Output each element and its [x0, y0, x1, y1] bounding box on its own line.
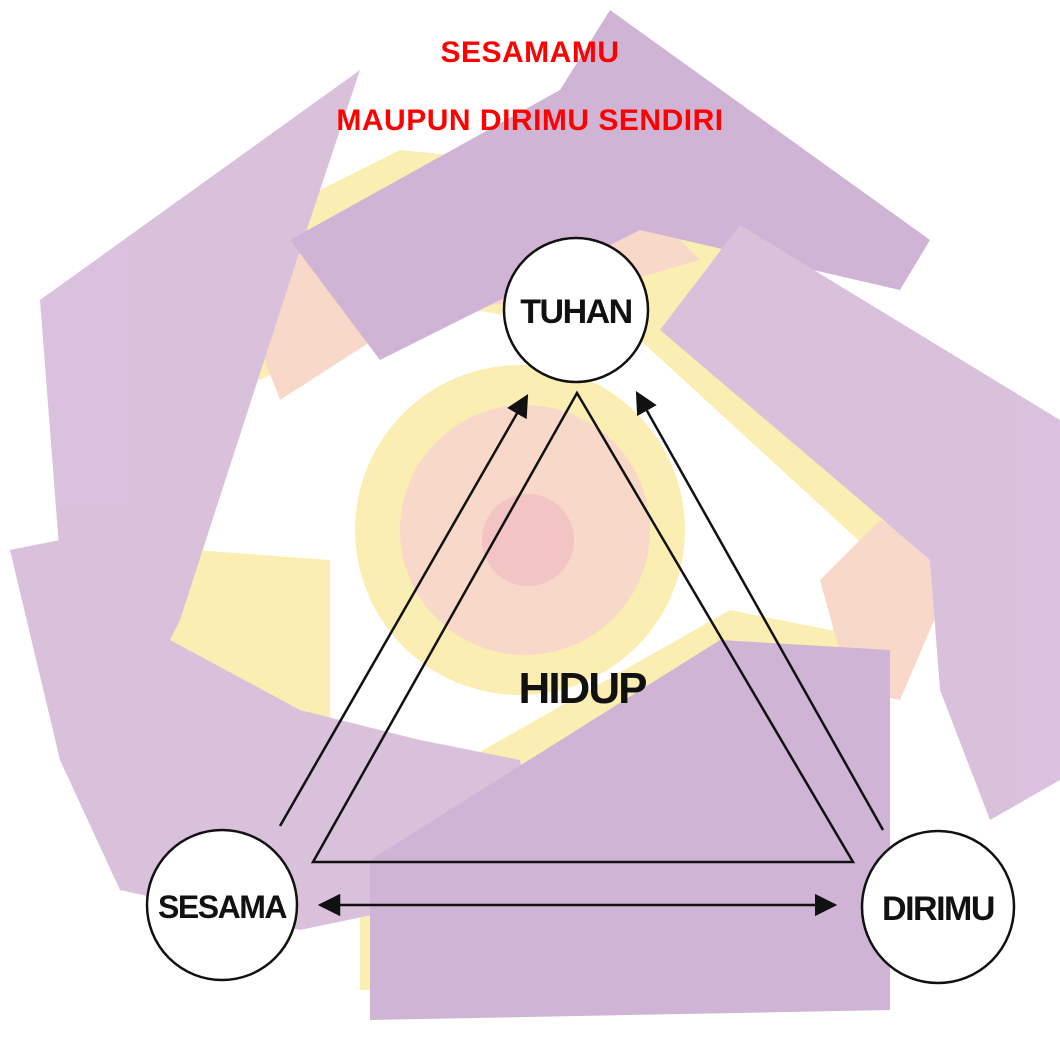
watermark-band-purple	[40, 70, 360, 680]
arrow-sesama-to-tuhan	[278, 394, 529, 827]
node-sesama: SESAMA	[145, 828, 299, 982]
watermark-band-purple	[370, 640, 890, 1020]
watermark-circle-inner	[482, 494, 574, 586]
node-dirimu: DIRIMU	[860, 829, 1016, 985]
heading-line-1: SESAMAMU	[440, 36, 620, 69]
node-label-sesama: SESAMA	[158, 889, 287, 925]
watermark-band-purple	[290, 10, 930, 360]
heading-line-2: MAUPUN DIRIMU SENDIRI	[336, 104, 724, 137]
node-label-tuhan: TUHAN	[520, 293, 631, 331]
inner-triangle	[310, 390, 856, 864]
watermark-band-purple	[660, 225, 1060, 820]
node-tuhan: TUHAN	[502, 236, 650, 384]
watermark-band-purple	[10, 520, 540, 930]
node-label-dirimu: DIRIMU	[882, 890, 994, 928]
watermark-logo	[10, 10, 1060, 1020]
center-label: HIDUP	[519, 664, 647, 713]
arrow-dirimu-to-tuhan	[635, 391, 885, 831]
